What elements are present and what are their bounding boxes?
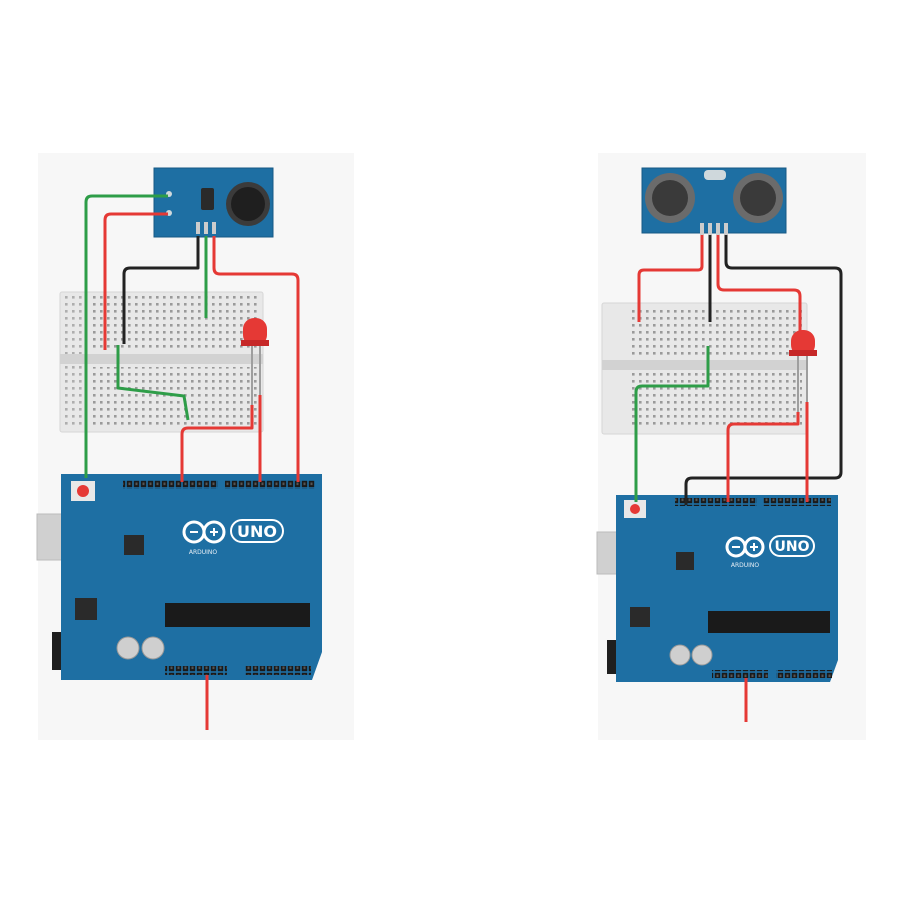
left-breadboard [59, 291, 264, 433]
right-board-label: UNO [775, 539, 810, 555]
left-wire-red-b [212, 236, 300, 482]
left-arduino-logo-icon [182, 520, 226, 544]
left-led [241, 318, 269, 405]
right-brand-label: ARDUINO [731, 562, 760, 569]
left-wire-red-a [103, 212, 168, 350]
left-wire-green-c [116, 345, 190, 421]
right-arduino-board: UNO ARDUINO [596, 495, 838, 682]
right-led [789, 330, 817, 412]
right-wire-red-b [716, 235, 802, 332]
right-arduino-logo-icon [725, 536, 765, 558]
right-circuit: UNO ARDUINO [596, 167, 843, 722]
left-sound-sensor [153, 167, 274, 238]
right-wire-green-a [634, 346, 710, 502]
left-wire-black-a [122, 236, 200, 344]
right-wires [634, 235, 843, 722]
left-wires [84, 194, 300, 730]
right-wire-red-a [637, 235, 704, 322]
right-wire-black-b [684, 235, 843, 505]
right-wire-red-c [726, 412, 800, 502]
left-arduino-board: UNO ARDUINO [36, 474, 322, 680]
left-board-label: UNO [237, 522, 277, 541]
left-circuit: UNO ARDUINO [36, 167, 322, 730]
left-brand-label: ARDUINO [189, 549, 218, 556]
left-wire-red-c [180, 405, 254, 482]
left-wire-green-a [84, 194, 168, 478]
right-breadboard [601, 302, 808, 435]
right-ultrasonic-sensor [641, 167, 787, 235]
